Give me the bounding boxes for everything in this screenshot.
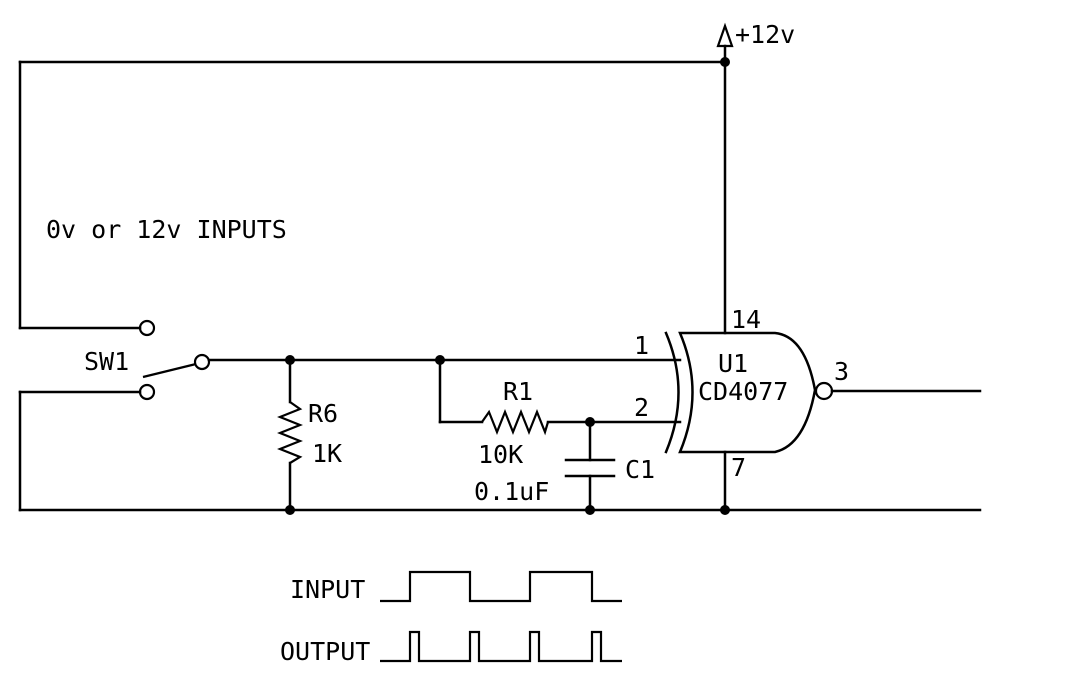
switch-contact-common <box>193 353 211 371</box>
switch-contact-lower <box>138 383 156 401</box>
output-waveform <box>380 630 622 663</box>
switch-sw1: SW1 <box>84 319 211 401</box>
c1-ref: C1 <box>625 455 655 484</box>
resistor-r6-icon <box>277 401 303 464</box>
pin-label-in-b: 2 <box>634 393 649 422</box>
r6-ref: R6 <box>308 399 338 428</box>
output-wave-label: OUTPUT <box>280 637 370 666</box>
inverter-bubble-icon <box>814 381 834 401</box>
pin-label-out: 3 <box>834 357 849 386</box>
gate-part: CD4077 <box>698 377 788 406</box>
supply-rail: +12v <box>18 20 795 335</box>
input-node <box>207 355 682 424</box>
inputs-note: 0v or 12v INPUTS <box>46 215 287 244</box>
pin-label-vdd: 14 <box>731 305 761 334</box>
switch-blade <box>142 362 197 379</box>
switch-contact-upper <box>138 319 156 337</box>
c1-value: 0.1uF <box>474 477 549 506</box>
waveforms: INPUT OUTPUT <box>280 570 622 666</box>
r1-ref: R1 <box>503 377 533 406</box>
pin-label-vss: 7 <box>731 453 746 482</box>
xnor-gate-icon <box>678 331 817 454</box>
input-wave-label: INPUT <box>290 575 365 604</box>
resistor-r6: R6 1K <box>277 358 342 512</box>
junction-dot <box>720 57 730 67</box>
gate-ref: U1 <box>718 349 748 378</box>
capacitor-c1: C1 0.1uF <box>474 420 655 512</box>
resistor-r1-icon <box>481 409 550 436</box>
pin-label-in-a: 1 <box>634 331 649 360</box>
switch-label: SW1 <box>84 347 129 376</box>
supply-arrow-icon <box>716 22 734 48</box>
r6-value: 1K <box>312 439 342 468</box>
ground-rail <box>18 390 982 515</box>
resistor-r1: R1 10K <box>478 377 682 469</box>
r1-value: 10K <box>478 440 523 469</box>
gate-u1: 1 2 14 7 3 U1 CD4077 <box>634 305 982 512</box>
supply-label: +12v <box>735 20 795 49</box>
xnor-extra-arc <box>664 331 680 454</box>
input-waveform <box>380 570 622 603</box>
